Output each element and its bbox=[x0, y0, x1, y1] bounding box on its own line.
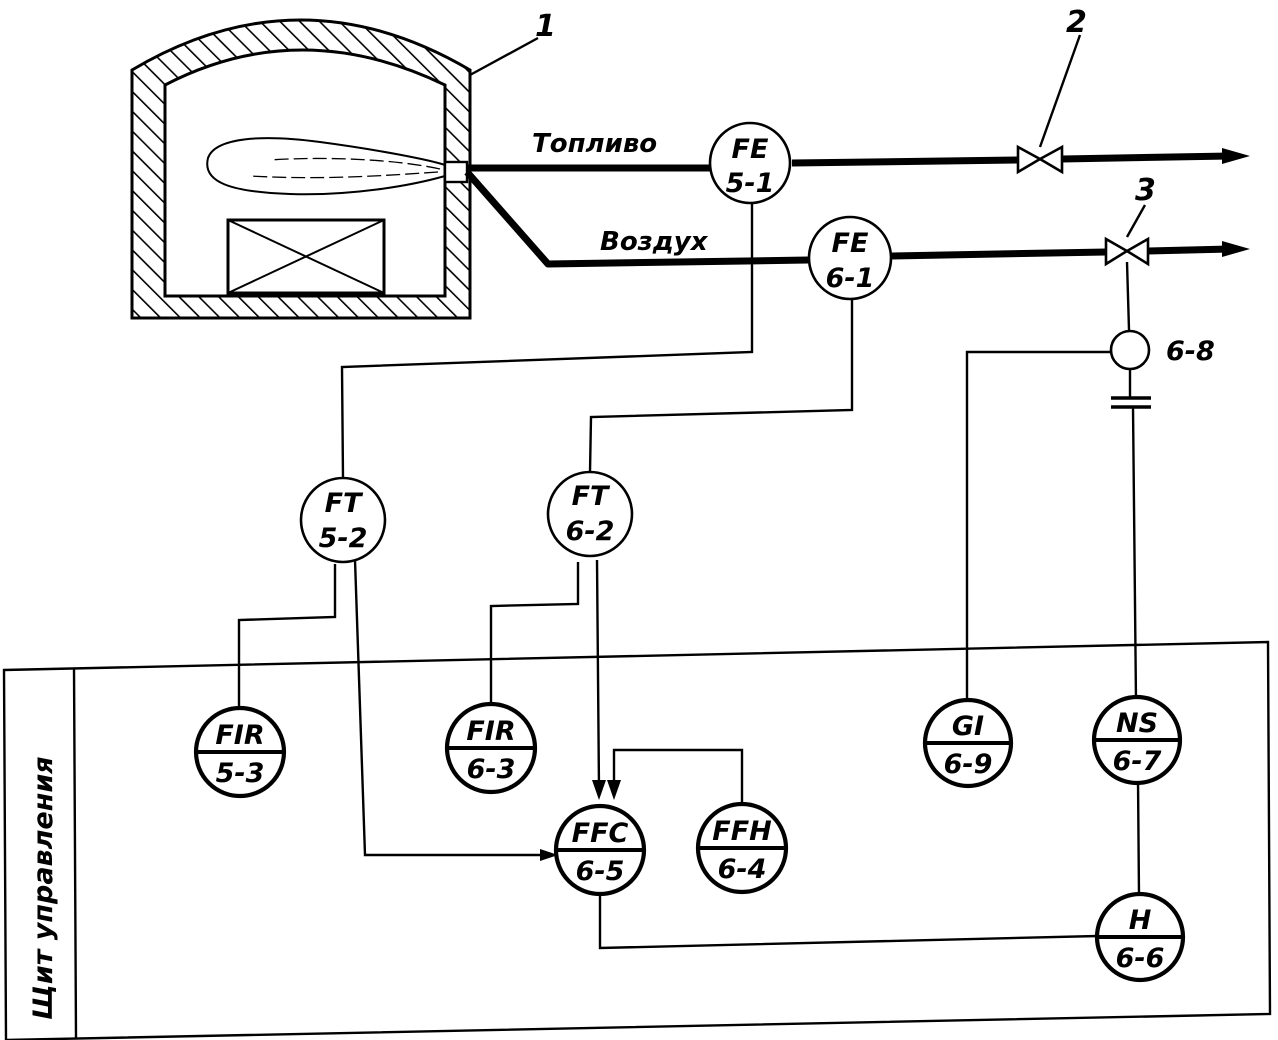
fe61-tag: FE bbox=[832, 228, 869, 259]
callout-1-leader bbox=[469, 36, 539, 77]
ffc65-to-h66-line bbox=[598, 893, 1099, 950]
ft52-to-ffc65-line bbox=[353, 559, 558, 861]
ft52-loop: 5-2 bbox=[319, 523, 368, 554]
gi69-tag: GI bbox=[952, 711, 984, 742]
ns67-to-h66-line bbox=[1136, 779, 1141, 897]
fuel-pipeline bbox=[467, 148, 1250, 172]
h66-loop: 6-6 bbox=[1116, 943, 1165, 974]
fuel-label: Топливо bbox=[532, 129, 657, 159]
air-inlet-arrow bbox=[1222, 241, 1250, 257]
ft52-to-fir53-line bbox=[237, 564, 337, 708]
callout-1: 1 bbox=[535, 9, 556, 44]
ft52-tag: FT bbox=[325, 488, 364, 519]
fe51-tag: FE bbox=[732, 134, 769, 165]
fe51-to-ft52-line bbox=[340, 202, 754, 479]
actuator-6-8[interactable] bbox=[1109, 329, 1151, 371]
fir53-tag: FIR bbox=[215, 720, 264, 751]
valve-stem bbox=[1125, 261, 1131, 331]
fuel-valve[interactable] bbox=[1016, 144, 1064, 175]
instrument-ft-5-2[interactable]: FT 5-2 bbox=[299, 476, 387, 564]
instrument-fe-6-1[interactable]: FE 6-1 bbox=[807, 215, 893, 301]
instrument-ft-6-2[interactable]: FT 6-2 bbox=[546, 470, 634, 558]
ft62-tag: FT bbox=[572, 481, 611, 512]
ns67-loop: 6-7 bbox=[1113, 746, 1162, 777]
ft62-to-fir63-line bbox=[489, 562, 580, 705]
ns-signal-line bbox=[1111, 369, 1151, 703]
instrument-ns-6-7[interactable]: NS 6-7 bbox=[1091, 694, 1183, 786]
gi69-loop: 6-9 bbox=[944, 749, 993, 780]
panel-label: Щит управления bbox=[28, 756, 59, 1020]
fir63-tag: FIR bbox=[466, 716, 515, 747]
instrument-ffh-6-4[interactable]: FFH 6-4 bbox=[695, 801, 789, 895]
ns67-tag: NS bbox=[1116, 708, 1158, 739]
fir53-loop: 5-3 bbox=[216, 758, 265, 789]
instrument-h-6-6[interactable]: H 6-6 bbox=[1094, 891, 1186, 983]
ffc65-tag: FFC bbox=[572, 818, 629, 849]
instrument-fir-6-3[interactable]: FIR 6-3 bbox=[444, 701, 538, 795]
instrument-gi-6-9[interactable]: GI 6-9 bbox=[922, 697, 1014, 789]
callout-3: 3 bbox=[1135, 173, 1156, 208]
control-panel bbox=[2, 640, 1272, 1040]
air-label: Воздух bbox=[600, 227, 709, 257]
callout-2: 2 bbox=[1066, 5, 1087, 40]
flame-inner bbox=[249, 157, 441, 179]
air-valve[interactable] bbox=[1104, 236, 1150, 267]
gi-signal-line bbox=[965, 350, 1111, 708]
actuator-label: 6-8 bbox=[1166, 336, 1215, 367]
ffc65-loop: 6-5 bbox=[576, 856, 625, 887]
callout-2-leader bbox=[1038, 34, 1082, 148]
fe61-loop: 6-1 bbox=[826, 263, 875, 294]
furnace-wall bbox=[130, 18, 472, 320]
flame bbox=[206, 137, 446, 196]
burner-block bbox=[443, 160, 469, 184]
callout-3-leader bbox=[1125, 204, 1147, 238]
instrument-fe-5-1[interactable]: FE 5-1 bbox=[708, 121, 792, 205]
load-box bbox=[226, 218, 386, 295]
fe61-to-ft62-line bbox=[588, 300, 854, 473]
ffh64-tag: FFH bbox=[712, 816, 772, 847]
instrument-fir-5-3[interactable]: FIR 5-3 bbox=[193, 705, 287, 799]
instrument-ffc-6-5[interactable]: FFC 6-5 bbox=[553, 803, 647, 897]
fe51-loop: 5-1 bbox=[726, 168, 775, 199]
furnace bbox=[130, 18, 472, 320]
fir63-loop: 6-3 bbox=[467, 754, 516, 785]
fuel-inlet-arrow bbox=[1222, 148, 1250, 164]
ffh64-loop: 6-4 bbox=[718, 854, 767, 885]
ffh64-to-ffc65-line bbox=[607, 748, 744, 803]
ft62-to-ffc65-line bbox=[592, 559, 606, 800]
h66-tag: H bbox=[1129, 905, 1152, 936]
ft62-loop: 6-2 bbox=[566, 516, 615, 547]
air-pipeline bbox=[464, 169, 1250, 268]
